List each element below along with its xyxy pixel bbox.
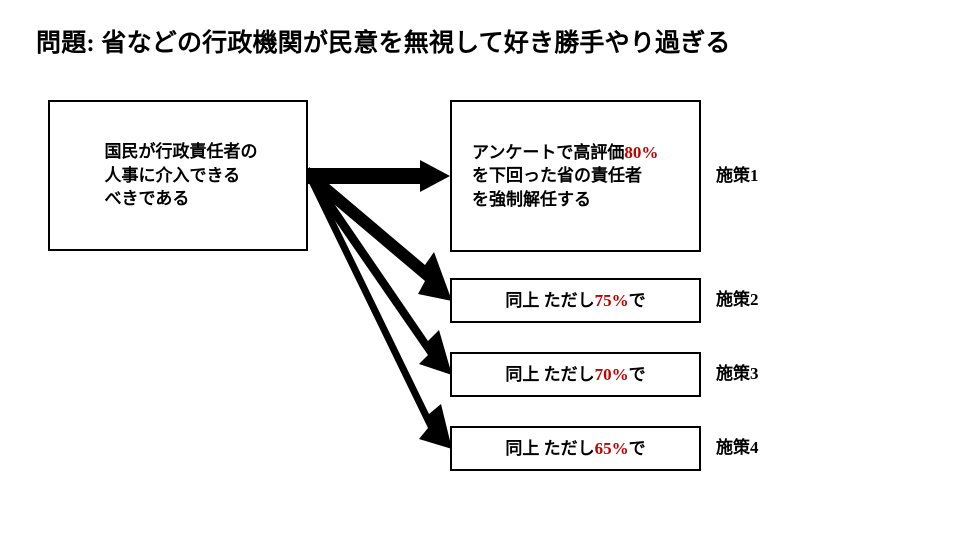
premise-box[interactable]: 国民が行政責任者の 人事に介入できる べきである — [48, 100, 308, 251]
measure-1-text-after: を下回った省の責任者 を強制解任する — [472, 166, 642, 209]
measure-4-text-after: で — [628, 438, 646, 458]
measure-box-1[interactable]: アンケートで高評価80% を下回った省の責任者 を強制解任する — [450, 100, 701, 252]
measure-3-text-before: 同上 ただし — [505, 364, 595, 384]
premise-text: 国民が行政責任者の 人事に介入できる べきである — [104, 142, 258, 209]
measure-label-1: 施策1 — [716, 166, 759, 185]
measure-3-percent: 70% — [594, 364, 629, 384]
measure-4-percent: 65% — [594, 438, 629, 458]
measure-2-text-after: で — [628, 290, 646, 310]
arrow-to-measure-1 — [308, 160, 450, 192]
measure-4-text-before: 同上 ただし — [505, 438, 595, 458]
measure-1-text: アンケートで高評価80% を下回った省の責任者 を強制解任する — [452, 141, 658, 212]
measure-3-text-after: で — [628, 364, 646, 384]
arrow-to-measure-2 — [309, 167, 452, 301]
measure-1-percent: 80% — [624, 142, 659, 162]
measure-2-text-before: 同上 ただし — [505, 290, 595, 310]
arrow-to-measure-4 — [309, 167, 452, 449]
measure-2-percent: 75% — [594, 290, 629, 310]
measure-label-4: 施策4 — [716, 438, 759, 457]
page-title: 問題: 省などの行政機関が民意を無視して好き勝手やり過ぎる — [36, 30, 731, 57]
measure-2-text: 同上 ただし75%で — [505, 290, 645, 312]
arrow-to-measure-3 — [309, 167, 452, 375]
measure-4-text: 同上 ただし65%で — [505, 438, 645, 460]
measure-box-2[interactable]: 同上 ただし75%で — [450, 278, 701, 323]
measure-box-4[interactable]: 同上 ただし65%で — [450, 426, 701, 471]
measure-1-text-before: アンケートで高評価 — [472, 142, 625, 162]
measure-box-3[interactable]: 同上 ただし70%で — [450, 352, 701, 397]
measure-3-text: 同上 ただし70%で — [505, 364, 645, 386]
measure-label-2: 施策2 — [716, 290, 759, 309]
measure-label-3: 施策3 — [716, 364, 759, 383]
